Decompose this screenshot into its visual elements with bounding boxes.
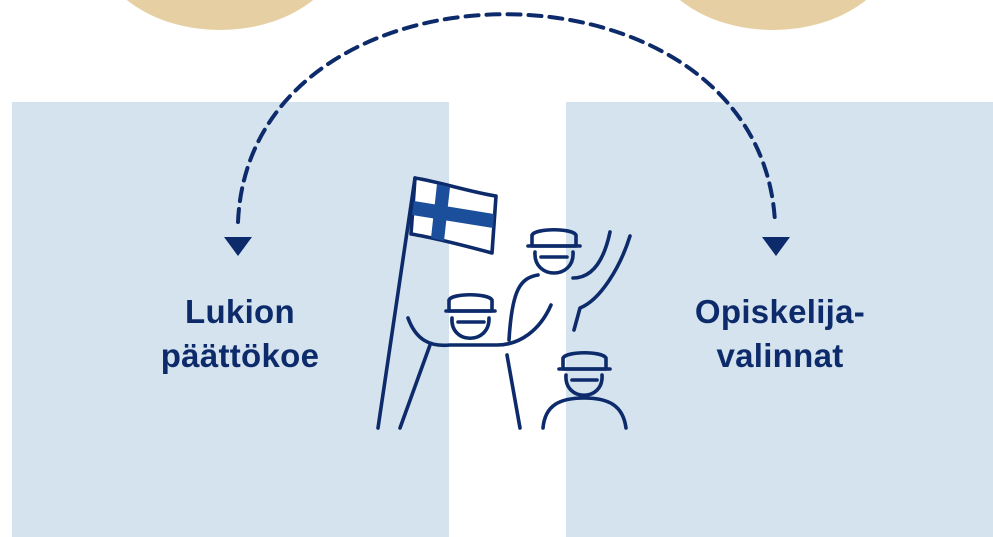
graduate-right xyxy=(541,350,628,430)
panel-left xyxy=(12,102,449,537)
dashed-double-arrow-icon xyxy=(224,12,790,256)
arrowhead-right xyxy=(762,237,790,256)
label-right-line1: Opiskelija- xyxy=(694,293,866,330)
dashed-arc xyxy=(236,12,777,224)
flag-cross-horizontal xyxy=(412,201,494,228)
label-left-line1: Lukion xyxy=(185,293,295,330)
flag-pole xyxy=(376,176,417,430)
graduate-top-cap xyxy=(530,227,578,248)
graduates-celebrating-with-finnish-flag-icon xyxy=(376,176,632,430)
graduate-left-body xyxy=(398,343,522,430)
arrowhead-left xyxy=(224,237,252,256)
graduate-top-body xyxy=(507,234,632,342)
graduate-left-cap xyxy=(447,292,494,313)
graduate-top xyxy=(507,227,632,342)
finnish-flag-icon xyxy=(376,176,498,430)
graduate-left xyxy=(398,292,553,430)
graduate-left-arms xyxy=(406,303,553,348)
graduate-right-cap xyxy=(561,350,608,371)
label-opiskelijavalinnat: Opiskelija- valinnat xyxy=(665,290,895,378)
graduate-right-face xyxy=(564,373,604,398)
panel-right xyxy=(566,102,993,537)
label-left-line2: päättökoe xyxy=(160,337,320,374)
graduate-top-face xyxy=(533,250,575,275)
graduate-top-arm-up xyxy=(571,230,612,280)
graduate-left-face xyxy=(450,316,491,341)
label-right-line2: valinnat xyxy=(716,337,844,374)
graduate-right-shoulders xyxy=(541,396,628,430)
label-lukion-paattokoe: Lukion päättökoe xyxy=(130,290,350,378)
